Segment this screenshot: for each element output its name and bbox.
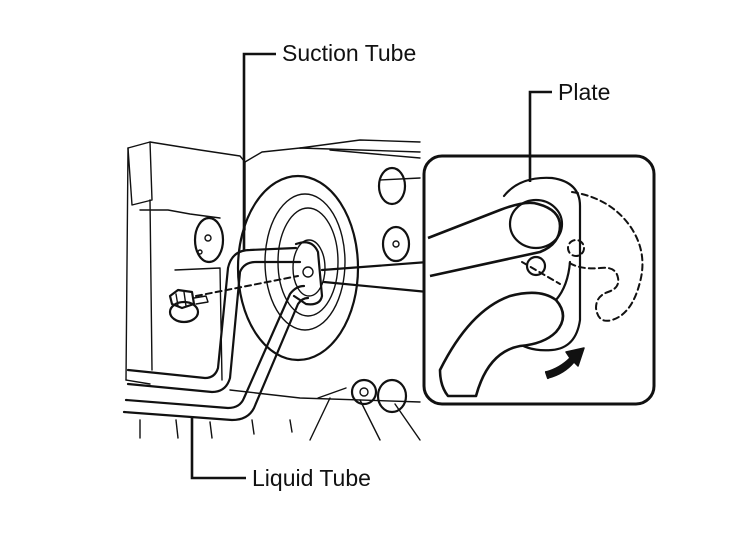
lower-grommet [317,378,408,414]
grommet [193,216,225,264]
liquid-tube-label: Liquid Tube [252,465,371,491]
alignment-dash [195,275,299,297]
curved-arrow-icon [544,347,585,380]
liquid-tube-leader [190,416,246,480]
bolt [168,288,209,324]
suction-tube-label: Suction Tube [282,40,417,66]
suction-tube [126,246,302,394]
plate-leader [528,90,552,182]
detail-inset [422,154,656,406]
liquid-tube [122,284,310,422]
zoom-leader [320,260,430,294]
plate-label: Plate [558,79,611,105]
suction-tube-leader [242,52,276,250]
body-panel [125,139,421,441]
body-hole [377,166,411,263]
plate-small [292,241,324,306]
